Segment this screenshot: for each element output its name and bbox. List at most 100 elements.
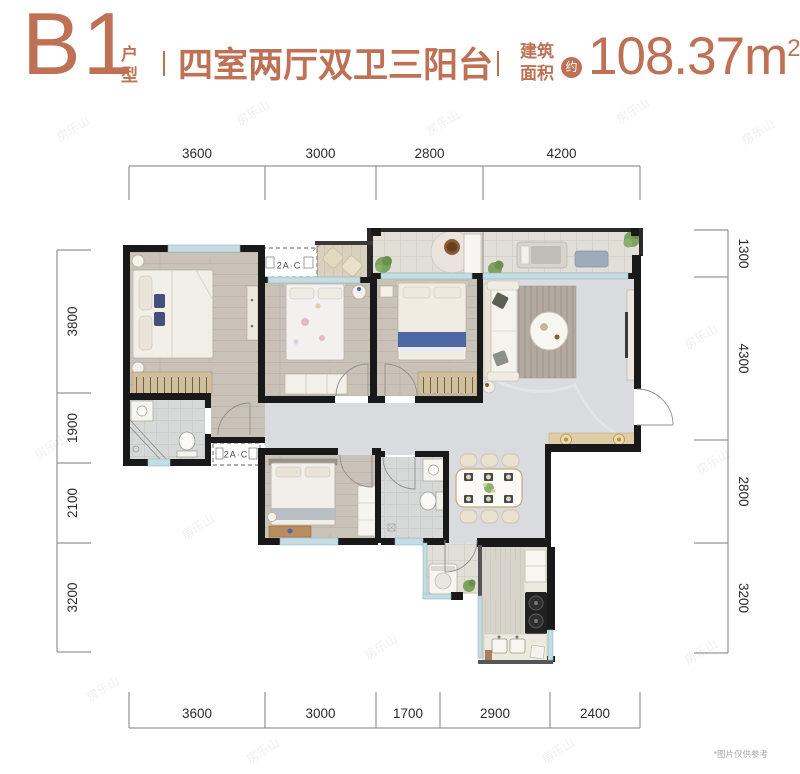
- dim-label-bottom: 2400: [580, 706, 610, 721]
- chair-icon: [480, 453, 499, 468]
- door-arc: [384, 363, 418, 397]
- doors: [217, 363, 674, 573]
- bed-icon: [132, 269, 214, 359]
- tv-icon: [625, 312, 628, 358]
- window: [422, 593, 452, 600]
- dim-label-right: 2800: [736, 476, 751, 506]
- treadmill-belt: [531, 246, 561, 264]
- bed-throw-stripe: [398, 347, 466, 351]
- chair-icon: [501, 509, 520, 524]
- dim-label-left: 3200: [65, 582, 80, 612]
- wardrobe-icon: [357, 485, 377, 537]
- dimension-labels: 3600 3000 2800 4200 3600 3000 1700 2900 …: [65, 146, 751, 721]
- header-divider-1: [163, 51, 165, 76]
- dresser-icon: [246, 285, 259, 341]
- watermark: 房乐山: [362, 631, 400, 663]
- plant-icon: [375, 256, 392, 273]
- dim-label-bottom: 1700: [393, 706, 423, 721]
- throw-pillow-icon: [492, 292, 509, 309]
- knob: [250, 324, 254, 328]
- windows: [147, 244, 629, 661]
- master-bedroom-nook: [211, 396, 265, 437]
- toilet-icon: [178, 431, 196, 451]
- watermark: 房乐山: [32, 431, 70, 463]
- area-approx-badge: 约: [561, 57, 582, 78]
- ac-unit-sketch: [215, 447, 224, 460]
- pillow-icon: [138, 315, 153, 351]
- ac-label-bottom: 2A·C: [224, 449, 249, 459]
- decor-item: [287, 528, 293, 534]
- window: [167, 244, 241, 253]
- bench-cabinet-icon: [284, 373, 348, 395]
- ac-label-top: 2A·C: [277, 260, 302, 270]
- window: [547, 629, 554, 661]
- nightstand-icon: [379, 285, 394, 298]
- entry-door-arc: [636, 388, 674, 426]
- watermark: 房乐山: [694, 446, 732, 478]
- sofa-back: [483, 283, 492, 379]
- floral-pattern: [293, 339, 299, 345]
- unit-code: B1: [22, 0, 134, 93]
- floral-pattern: [301, 318, 309, 326]
- ac-unit-sketch: [303, 256, 314, 269]
- dim-label-left: 1900: [65, 413, 80, 443]
- pillow-icon: [138, 275, 153, 311]
- side-table-icon: [482, 380, 496, 394]
- chair-icon: [459, 453, 478, 468]
- wardrobe-icon: [131, 371, 213, 395]
- dim-label-right: 4300: [736, 343, 751, 373]
- floral-pattern: [319, 335, 325, 341]
- layout-description: 四室两厅双卫三阳台: [178, 46, 494, 85]
- decor-item: [357, 287, 361, 291]
- window: [279, 537, 339, 546]
- chair-icon: [480, 509, 499, 524]
- dim-line-bottom: [128, 692, 641, 729]
- window: [422, 542, 428, 597]
- pillow-icon: [289, 287, 315, 300]
- area-sup: 2: [787, 35, 800, 62]
- bed-icon: [285, 283, 345, 361]
- bedroom-4-furniture: [267, 458, 377, 538]
- dim-label-top: 3600: [182, 146, 212, 161]
- pillow-icon: [433, 286, 462, 299]
- dining-furniture: [455, 453, 523, 524]
- burner: [534, 619, 538, 623]
- window: [394, 537, 424, 546]
- stool-icon: [267, 512, 277, 522]
- faucet: [515, 635, 519, 639]
- dim-label-left: 3800: [65, 306, 80, 336]
- cushion-icon: [154, 294, 165, 308]
- watermark: 房乐山: [179, 511, 217, 543]
- walls: [123, 228, 643, 664]
- master-bedroom-furniture: [130, 254, 259, 395]
- plant-icon: [463, 579, 476, 592]
- duvet-fold: [171, 269, 214, 358]
- basin: [428, 464, 439, 476]
- plant-icon: [488, 260, 504, 276]
- burner: [534, 601, 538, 605]
- chair-icon: [459, 509, 478, 524]
- area-number: 108.37m: [588, 27, 788, 86]
- dim-label-bottom: 3000: [305, 706, 335, 721]
- dim-label-top: 3000: [305, 146, 335, 161]
- chair-icon: [501, 453, 520, 468]
- window: [477, 595, 483, 659]
- window: [267, 276, 361, 284]
- dim-label-right: 3200: [736, 583, 751, 613]
- treadmill-console: [520, 245, 530, 265]
- window: [147, 458, 171, 467]
- dim-line-right: [694, 229, 729, 654]
- dim-label-bottom: 2900: [480, 706, 510, 721]
- pillow-icon: [304, 466, 331, 478]
- dim-label-right: 1300: [736, 238, 751, 268]
- toilet-icon: [419, 491, 437, 511]
- cabinet-divider: [358, 502, 376, 521]
- door-arc: [217, 402, 251, 436]
- kitchen-sink-icon: [491, 638, 508, 654]
- balcony-cabinet-icon: [463, 233, 482, 277]
- knob: [250, 298, 254, 302]
- faucet: [497, 635, 501, 639]
- bedroom-3-furniture: [379, 280, 478, 395]
- watermark: 房乐山: [682, 321, 720, 353]
